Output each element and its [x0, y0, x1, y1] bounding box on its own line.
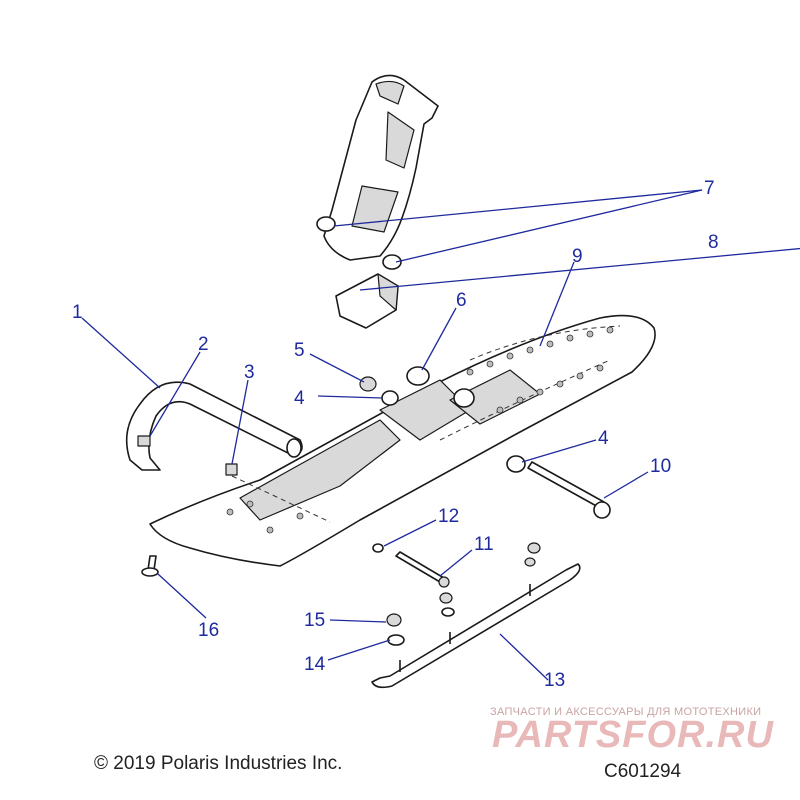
- part-ski: [149, 314, 656, 567]
- part-spindle-bracket-upper: [316, 74, 439, 270]
- copyright-text: © 2019 Polaris Industries Inc.: [94, 753, 343, 774]
- callout-11: 11: [474, 534, 494, 555]
- part-nut-washer: [386, 613, 405, 646]
- callout-13: 13: [544, 670, 565, 691]
- part-spindle-hardware: [359, 366, 526, 473]
- callout-9: 9: [572, 246, 583, 267]
- callout-16: 16: [198, 620, 219, 641]
- watermark-brand: PARTSFOR.RU: [492, 714, 774, 756]
- callout-4-upper: 4: [294, 388, 305, 409]
- part-fasteners: [137, 435, 331, 523]
- callout-14: 14: [304, 654, 326, 675]
- part-wear-bar: [371, 542, 581, 689]
- callout-4-lower: 4: [598, 428, 609, 449]
- leader-lines: [81, 189, 800, 681]
- callout-2: 2: [198, 334, 209, 355]
- part-bushing-pad: [335, 273, 399, 329]
- callout-12: 12: [438, 506, 459, 527]
- drawing-number: C601294: [604, 761, 682, 782]
- part-ski-loop-handle: [125, 381, 303, 471]
- callout-3: 3: [244, 362, 255, 383]
- part-pivot-bolt: [527, 461, 611, 519]
- callout-5: 5: [294, 340, 305, 361]
- callout-8: 8: [708, 232, 719, 253]
- callout-1: 1: [72, 302, 83, 323]
- part-carbide-bolt: [372, 543, 450, 588]
- part-pin: [141, 555, 159, 577]
- callout-15: 15: [304, 610, 325, 631]
- callout-7: 7: [704, 178, 715, 199]
- watermark-tagline: ЗАПЧАСТИ И АКСЕССУАРЫ ДЛЯ МОТОТЕХНИКИ: [490, 706, 762, 718]
- callout-6: 6: [456, 290, 467, 311]
- callout-10: 10: [650, 456, 671, 477]
